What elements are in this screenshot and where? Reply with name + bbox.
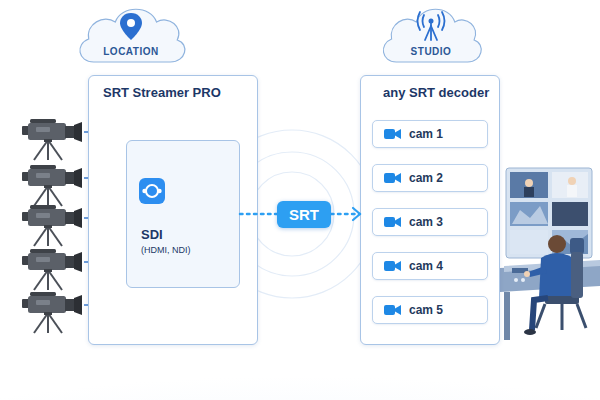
channel-box: cam 4 <box>372 252 488 280</box>
box-title: any SRT decoder <box>383 85 499 100</box>
input-title: SDI <box>141 227 239 242</box>
channel-label: cam 5 <box>409 303 443 317</box>
edge-label: SRT <box>277 201 331 228</box>
operator-illustration <box>500 168 600 340</box>
encoder-box: SRT Streamer PRO SDI (HDMI, NDI) <box>88 75 258 345</box>
channel-label: cam 2 <box>409 171 443 185</box>
video-camera-icons <box>384 129 401 315</box>
signal-icon <box>139 178 165 204</box>
box-title: SRT Streamer PRO <box>103 85 257 100</box>
channel-label: cam 4 <box>409 259 443 273</box>
channel-box: cam 2 <box>372 164 488 192</box>
channel-box: cam 5 <box>372 296 488 324</box>
channel-label: cam 3 <box>409 215 443 229</box>
channel-box: cam 1 <box>372 120 488 148</box>
channel-label: cam 1 <box>409 127 443 141</box>
studio-label: STUDIO <box>411 46 452 57</box>
location-pin-icon <box>120 13 142 40</box>
antenna-icon <box>418 12 445 40</box>
cloud-shape <box>383 9 481 62</box>
decoder-box: any SRT decoder cam 1 cam 2 cam 3 cam 4 cam 5 <box>360 75 500 345</box>
location-label: LOCATION <box>103 46 158 57</box>
input-subtitle: (HDMI, NDI) <box>141 245 239 255</box>
studio-cloud: STUDIO <box>376 2 486 66</box>
antenna-tip <box>429 19 434 24</box>
input-box: SDI (HDMI, NDI) <box>126 140 240 288</box>
channel-box: cam 3 <box>372 208 488 236</box>
cloud-shape <box>80 9 185 62</box>
camera-group <box>22 119 82 333</box>
arrowhead <box>353 208 360 220</box>
location-cloud: LOCATION <box>72 2 190 66</box>
